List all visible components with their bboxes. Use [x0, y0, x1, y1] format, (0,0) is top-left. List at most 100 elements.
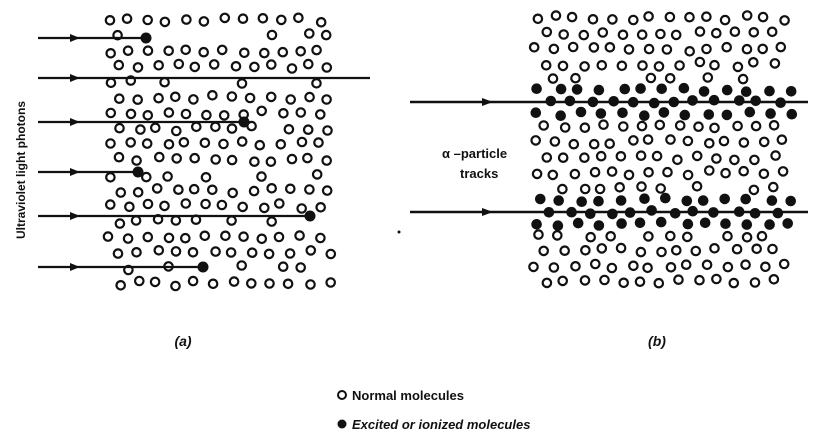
normal-molecule	[268, 184, 276, 192]
normal-molecule	[703, 261, 711, 269]
normal-molecule	[220, 111, 228, 119]
normal-molecule	[286, 249, 294, 257]
normal-molecule	[297, 108, 305, 116]
normal-molecule	[127, 110, 135, 118]
normal-molecule	[316, 234, 324, 242]
normal-molecule	[549, 74, 557, 82]
arrowhead-icon	[482, 208, 493, 216]
normal-molecule	[323, 126, 331, 134]
normal-molecule	[275, 233, 283, 241]
normal-molecule	[144, 111, 152, 119]
normal-molecule	[638, 61, 646, 69]
normal-molecule	[721, 16, 729, 24]
normal-molecule	[760, 170, 768, 178]
excited-molecule	[594, 85, 605, 96]
normal-molecule	[596, 185, 604, 193]
normal-molecule	[600, 276, 608, 284]
normal-molecule	[287, 95, 295, 103]
normal-molecule	[666, 13, 674, 21]
normal-molecule	[636, 278, 644, 286]
legend: Normal molecules Excited or ionized mole…	[338, 388, 531, 432]
normal-molecule	[127, 138, 135, 146]
excited-molecule	[782, 218, 793, 229]
normal-molecule	[165, 234, 173, 242]
normal-molecule	[132, 248, 140, 256]
normal-molecule	[733, 122, 741, 130]
normal-molecule	[581, 124, 589, 132]
normal-molecule	[327, 278, 335, 286]
normal-molecule	[534, 230, 542, 238]
normal-molecule	[191, 154, 199, 162]
normal-molecule	[277, 140, 285, 148]
normal-molecule	[768, 245, 776, 253]
excited-molecule	[617, 108, 628, 119]
normal-molecule	[645, 45, 653, 53]
normal-molecule	[327, 250, 335, 258]
normal-molecule	[174, 186, 182, 194]
normal-molecule	[172, 127, 180, 135]
normal-molecule	[182, 110, 190, 118]
excited-molecule	[765, 108, 776, 119]
normal-molecule	[161, 18, 169, 26]
normal-molecule	[591, 260, 599, 268]
normal-molecule	[165, 47, 173, 55]
excited-molecule	[635, 218, 646, 229]
excited-molecule	[656, 217, 667, 228]
normal-molecule	[637, 152, 645, 160]
normal-molecule	[201, 232, 209, 240]
excited-molecule	[722, 110, 733, 121]
normal-molecule	[638, 31, 646, 39]
normal-molecule	[759, 13, 767, 21]
normal-molecule	[637, 182, 645, 190]
normal-molecule	[542, 61, 550, 69]
normal-molecule	[154, 94, 162, 102]
normal-molecule	[144, 233, 152, 241]
normal-molecule	[201, 139, 209, 147]
normal-molecule	[638, 122, 646, 130]
normal-molecule	[778, 136, 786, 144]
normal-molecule	[165, 140, 173, 148]
normal-molecule	[694, 123, 702, 131]
normal-molecule	[559, 154, 567, 162]
normal-molecule	[317, 203, 325, 211]
normal-molecule	[666, 232, 674, 240]
normal-molecule	[644, 168, 652, 176]
panel-b-caption: (b)	[648, 333, 666, 349]
excited-molecule	[553, 195, 564, 206]
excited-molecule	[719, 194, 730, 205]
normal-molecule	[313, 170, 321, 178]
normal-molecule	[534, 15, 542, 23]
normal-molecule	[656, 30, 664, 38]
excited-molecule	[740, 194, 751, 205]
excited-molecule	[700, 218, 711, 229]
normal-molecule	[663, 168, 671, 176]
normal-molecule	[192, 123, 200, 131]
normal-molecule	[608, 264, 616, 272]
normal-molecule	[250, 158, 258, 166]
normal-molecule	[210, 60, 218, 68]
normal-molecule	[238, 79, 246, 87]
normal-molecule	[702, 45, 710, 53]
normal-molecule	[267, 158, 275, 166]
normal-molecule	[201, 200, 209, 208]
normal-molecule	[693, 152, 701, 160]
normal-molecule	[731, 28, 739, 36]
excited-molecule	[699, 86, 710, 97]
normal-molecule	[144, 16, 152, 24]
normal-molecule	[202, 111, 210, 119]
normal-molecule	[606, 43, 614, 51]
excited-molecule	[709, 95, 720, 106]
normal-molecule	[620, 279, 628, 287]
normal-molecule	[606, 140, 614, 148]
normal-molecule	[163, 172, 171, 180]
normal-molecule	[730, 156, 738, 164]
normal-molecule	[189, 95, 197, 103]
normal-molecule	[200, 17, 208, 25]
normal-molecule	[591, 168, 599, 176]
normal-molecule	[761, 263, 769, 271]
excited-molecule	[680, 110, 691, 121]
normal-molecule	[221, 14, 229, 22]
normal-molecule	[712, 275, 720, 283]
normal-molecule	[171, 282, 179, 290]
normal-molecule	[750, 28, 758, 36]
